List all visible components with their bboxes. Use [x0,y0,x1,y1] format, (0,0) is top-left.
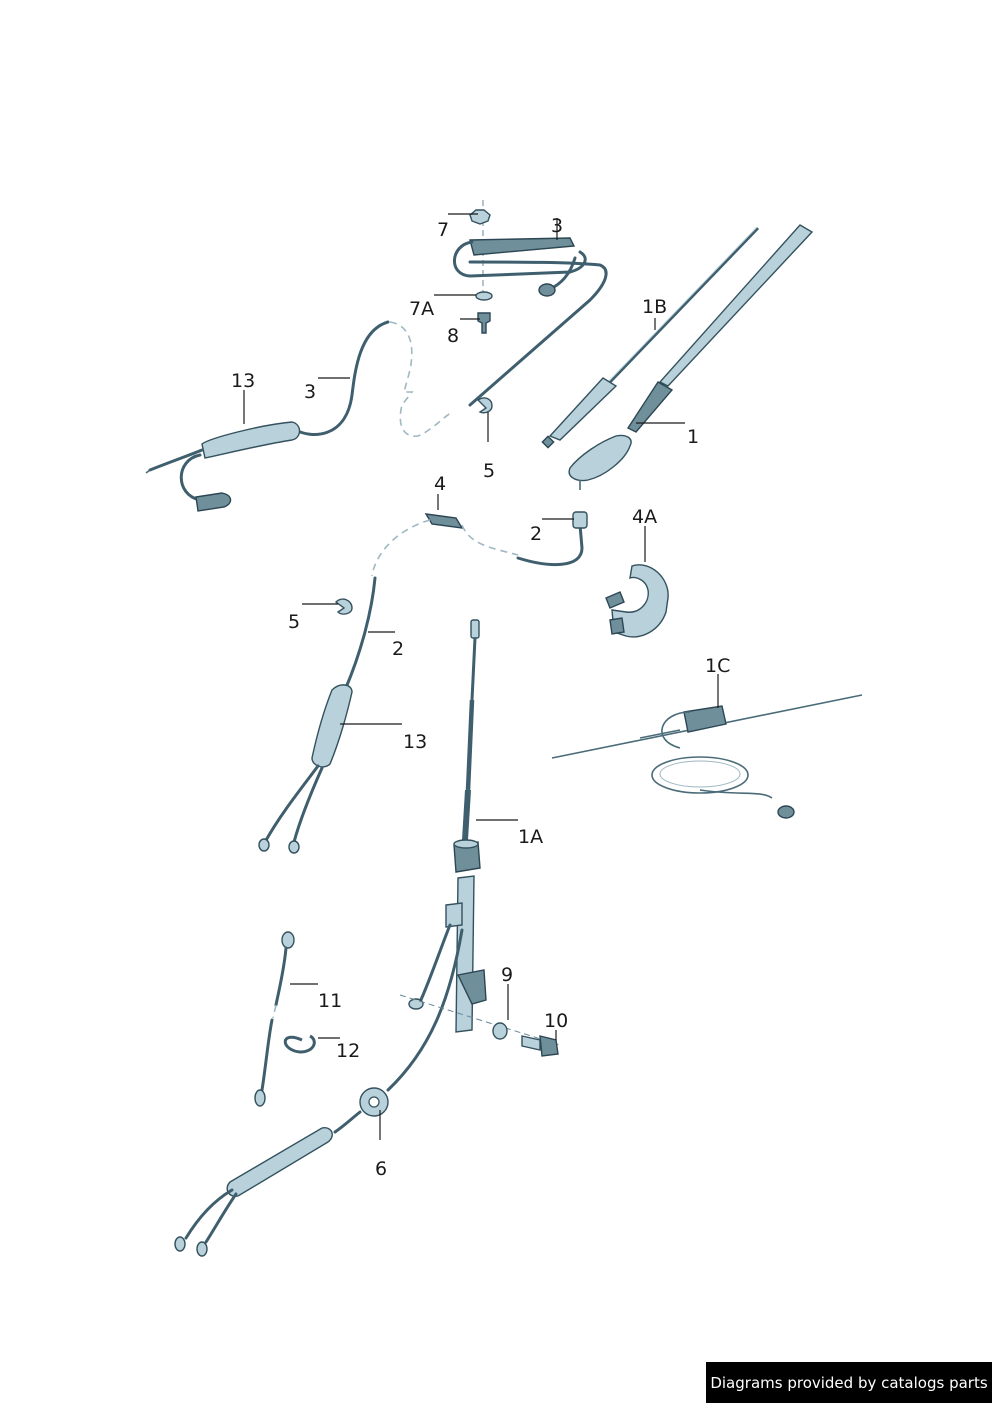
credit-banner: Diagrams provided by catalogs parts [706,1362,992,1403]
callout-3-left: 3 [304,381,316,403]
callout-2-top: 2 [530,523,542,545]
ground-cable-11 [254,931,295,1107]
callout-1: 1 [687,426,699,448]
holder-4a [605,564,669,638]
amplifier-module-part [453,200,608,414]
washer-9-bolt-10 [492,1022,559,1057]
grommet-6-lower-cable [174,1087,389,1257]
callout-13-mid: 13 [403,731,427,753]
callout-1b: 1B [642,296,667,318]
window-antenna-1c [551,694,863,819]
callout-10: 10 [544,1010,568,1032]
telescopic-antenna-1a [386,619,561,1092]
callout-3-top: 3 [551,215,563,237]
cable-3-upper [145,320,453,512]
leader-lines [243,213,719,1140]
callout-4: 4 [434,473,446,495]
callout-6: 6 [375,1158,387,1180]
callout-7a: 7A [409,298,434,320]
callout-9: 9 [501,964,513,986]
callout-8: 8 [447,325,459,347]
callout-5-mid: 5 [288,611,300,633]
callout-11: 11 [318,990,342,1012]
callout-5-top: 5 [483,460,495,482]
callout-2-mid: 2 [392,638,404,660]
callout-1c: 1C [705,655,730,677]
parts-diagram: 7 3 7A 8 1B 13 3 1 5 4 4A 2 5 2 1C 13 1A… [145,200,863,1257]
ring-clip-12 [283,1034,316,1054]
rod-antenna-1 [568,224,814,490]
callout-labels: 7 3 7A 8 1B 13 3 1 5 4 4A 2 5 2 1C 13 1A… [231,215,730,1180]
rod-antenna-1b [541,226,760,449]
callout-1a: 1A [518,826,543,848]
callout-7: 7 [437,219,449,241]
callout-13-top: 13 [231,370,255,392]
cable-2-middle [258,511,588,854]
callout-4a: 4A [632,506,657,528]
callout-12: 12 [336,1040,360,1062]
